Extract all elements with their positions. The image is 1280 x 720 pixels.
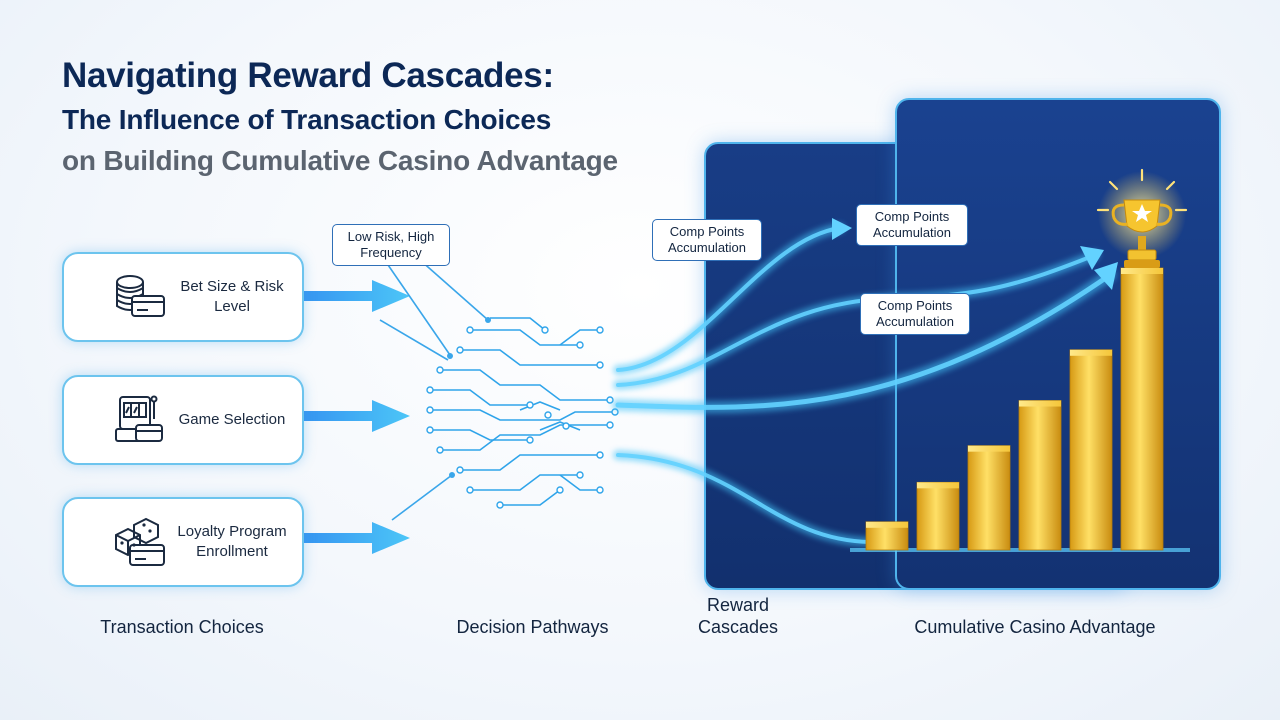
- advantage-bar-top-2: [917, 482, 959, 489]
- advantage-bar-6: [1120, 267, 1164, 551]
- arrow-loyalty: [300, 522, 410, 554]
- trophy-icon: [1096, 168, 1188, 268]
- advantage-bar-top-6: [1121, 268, 1163, 274]
- arrow-game-selection: [300, 400, 410, 432]
- page-subtitle: The Influence of Transaction Choices: [62, 104, 552, 135]
- pathway-bubble: Low Risk, High Frequency: [332, 224, 450, 266]
- network-nodes: [426, 326, 619, 509]
- section-label-transaction-choices: Transaction Choices: [100, 617, 264, 637]
- advantage-bar-top-1: [866, 521, 908, 528]
- advantage-bar-top-3: [968, 445, 1010, 452]
- choice-label-bet-size: Bet Size & Risk Level: [180, 278, 284, 315]
- advantage-bar-5: [1069, 349, 1113, 551]
- connector-lines: [379, 259, 489, 521]
- page-subtitle-secondary: on Building Cumulative Casino Advantage: [62, 145, 618, 176]
- section-label-decision-pathways: Decision Pathways: [456, 617, 609, 637]
- advantage-bar-3: [967, 445, 1011, 551]
- arrow-bet-size: [300, 280, 410, 312]
- choice-card-game-selection[interactable]: Game Selection: [62, 375, 304, 465]
- comp-points-bubble-2: Comp Points Accumulation: [856, 204, 968, 246]
- advantage-bar-2: [916, 481, 960, 551]
- section-label-cumulative-advantage: Cumulative Casino Advantage: [914, 617, 1156, 637]
- slot-machine-icon: [115, 395, 163, 442]
- stream-arrowhead-top: [832, 218, 852, 240]
- decision-network: [430, 317, 615, 506]
- choice-card-bet-size[interactable]: Bet Size & Risk Level: [62, 252, 304, 342]
- chips-card-icon: [116, 275, 165, 317]
- comp-points-bubble-3: Comp Points Accumulation: [860, 293, 970, 335]
- advantage-bars: [850, 267, 1190, 552]
- choice-arrows: [300, 280, 410, 554]
- choice-card-loyalty[interactable]: Loyalty Program Enrollment: [62, 497, 304, 587]
- advantage-bar-4: [1018, 400, 1062, 551]
- stream-arrowhead-main: [1094, 262, 1118, 290]
- choice-label-loyalty: Loyalty Program Enrollment: [177, 523, 287, 560]
- comp-points-bubble-1: Comp Points Accumulation: [652, 219, 762, 261]
- page-title: Navigating Reward Cascades:: [62, 56, 554, 95]
- advantage-bar-top-4: [1019, 400, 1061, 407]
- reward-cascade-streams: [612, 218, 1118, 547]
- connector-dots: [447, 317, 491, 478]
- advantage-bar-top-5: [1070, 349, 1112, 356]
- stream-arrowhead-mid: [1080, 246, 1104, 270]
- dice-card-icon: [115, 517, 165, 566]
- section-label-reward-cascades: Reward Cascades: [697, 595, 779, 637]
- choice-label-game-selection: Game Selection: [178, 411, 286, 428]
